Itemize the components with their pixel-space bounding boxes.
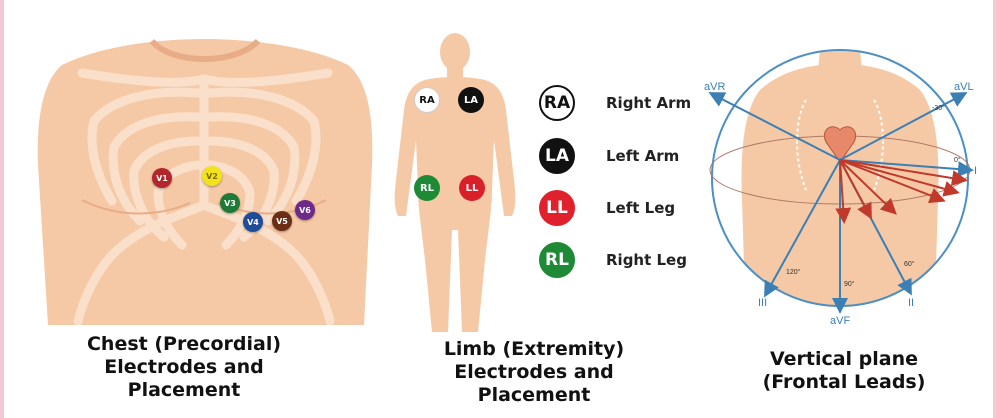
limb-title-line-2: Electrodes and [454, 361, 614, 383]
chest-panel-title: Chest (Precordial) Electrodes and Placem… [64, 333, 304, 402]
precordial-vectors [835, 159, 968, 224]
limb-electrode-rl: RL [414, 175, 440, 201]
heart-icon [824, 126, 856, 163]
legend-badge-ra: RA [539, 85, 575, 121]
lead-label-i: I [974, 165, 977, 177]
limb-title-line-1: Limb (Extremity) [443, 338, 625, 360]
legend-badge-ll: LL [539, 190, 575, 226]
legend-label-left-arm: Left Arm [606, 147, 680, 165]
lead-label-avr: aVR [704, 81, 725, 93]
angle-label-60: 60° [904, 260, 915, 268]
chest-title-line-2: Electrodes and [104, 356, 264, 378]
electrode-v2: V2 [202, 166, 222, 186]
lead-label-avf: aVF [830, 315, 850, 327]
frontal-plane-diagram: aVR aVL I II aVF III -30° 0° 60° 90° 120… [704, 49, 977, 327]
lead-label-avl: aVL [954, 81, 974, 93]
limb-electrode-la: LA [458, 87, 484, 113]
lead-label-ii: II [908, 297, 914, 309]
legend-label-right-leg: Right Leg [606, 251, 687, 269]
chest-title-line-1: Chest (Precordial) [86, 333, 282, 355]
angle-label-0: 0° [954, 156, 961, 164]
body-silhouette [394, 33, 516, 332]
legend-badge-rl: RL [539, 242, 575, 278]
electrode-v6: V6 [295, 200, 315, 220]
electrode-v5: V5 [272, 211, 292, 231]
rib-cage [73, 68, 335, 325]
angle-label-90: 90° [844, 280, 855, 288]
limb-panel-title: Limb (Extremity) Electrodes and Placemen… [424, 338, 644, 407]
lead-avr-axis [708, 92, 841, 161]
angle-label-minus-30: -30° [932, 104, 945, 112]
legend-label-left-leg: Left Leg [606, 199, 676, 217]
lung-outline [796, 99, 884, 191]
legend-badge-la: LA [539, 138, 575, 174]
lead-i-axis [839, 159, 974, 178]
legend-label-right-arm: Right Arm [606, 94, 692, 112]
limb-electrode-ra: RA [414, 87, 440, 113]
frontal-panel-title: Vertical plane (Frontal Leads) [744, 348, 944, 394]
lead-label-iii: III [758, 297, 767, 309]
limb-title-line-3: Placement [477, 384, 591, 406]
legend-left-arm: LA Left Arm [539, 138, 679, 174]
electrode-v3: V3 [220, 193, 240, 213]
axis-lines [708, 92, 974, 314]
lead-avl-axis [839, 92, 968, 161]
legend-right-arm: RA Right Arm [539, 85, 691, 121]
legend-left-leg: LL Left Leg [539, 190, 675, 226]
electrode-v4: V4 [243, 212, 263, 232]
angle-label-120: 120° [786, 268, 801, 276]
frontal-title-line-1: Vertical plane [769, 348, 919, 370]
legend-right-leg: RL Right Leg [539, 242, 687, 278]
frontal-neck [818, 50, 862, 76]
electrode-v1: V1 [152, 168, 172, 188]
frontal-title-line-2: (Frontal Leads) [762, 371, 926, 393]
limb-electrode-ll: LL [459, 175, 485, 201]
lead-iii-axis [764, 159, 841, 298]
chest-title-line-3: Placement [127, 379, 241, 401]
neck-shadow [149, 38, 261, 62]
